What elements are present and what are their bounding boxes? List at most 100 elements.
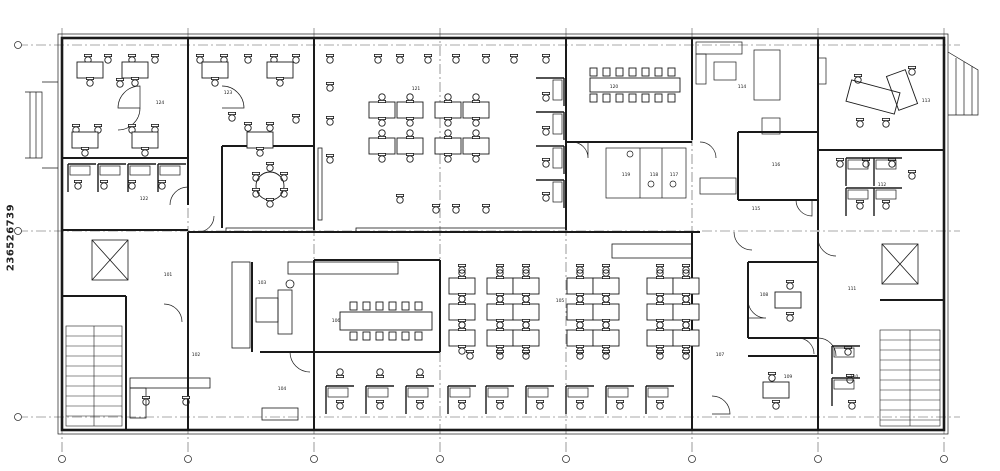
desk: [512, 303, 540, 321]
chair: [457, 295, 467, 306]
chair: [881, 117, 891, 128]
desk: [672, 277, 700, 295]
chair: [785, 279, 795, 290]
desk: [592, 303, 620, 321]
desk: [512, 329, 540, 347]
desk: [246, 131, 274, 149]
chair: [227, 111, 237, 122]
chair: [335, 368, 345, 379]
room-label-109: 109: [784, 374, 793, 380]
cube: [97, 163, 127, 193]
chair: [181, 395, 191, 406]
round-table-123: [255, 171, 285, 201]
exterior-stair-right: [947, 51, 979, 116]
room-label-107: 107: [716, 352, 725, 358]
chair: [451, 203, 461, 214]
chair: [495, 321, 505, 332]
chair: [847, 399, 857, 410]
chair: [655, 295, 665, 306]
chair: [405, 129, 415, 140]
chair: [495, 349, 505, 360]
chair: [443, 93, 453, 104]
chair: [157, 179, 167, 190]
chair: [541, 191, 551, 202]
chair: [443, 152, 453, 163]
desk: [566, 277, 594, 295]
chair: [130, 76, 140, 87]
chair: [265, 161, 275, 172]
chair: [785, 311, 795, 322]
chair: [835, 157, 845, 168]
chair: [373, 53, 383, 64]
chair: [265, 121, 275, 132]
room-label-116: 116: [772, 162, 781, 168]
chair: [99, 179, 109, 190]
room-label-101: 101: [164, 272, 173, 278]
chair: [251, 171, 261, 182]
chair: [150, 53, 160, 64]
chair: [375, 399, 385, 410]
exterior-stair-left: [25, 81, 58, 169]
reception-desk-113: [845, 69, 919, 115]
chair: [127, 179, 137, 190]
chair: [471, 152, 481, 163]
room-label-118: 118: [650, 172, 659, 178]
chair: [907, 169, 917, 180]
chair: [509, 53, 519, 64]
chair: [73, 179, 83, 190]
kitchen-counter: [129, 261, 299, 421]
desk: [396, 101, 424, 119]
chair: [395, 53, 405, 64]
room-label-115: 115: [752, 206, 761, 212]
chair: [575, 321, 585, 332]
doors: [117, 85, 837, 415]
desk: [672, 329, 700, 347]
chair: [535, 399, 545, 410]
desk: [762, 381, 790, 399]
conference-table-106: [339, 301, 433, 341]
chair: [601, 349, 611, 360]
desk: [121, 61, 149, 79]
cube: [831, 345, 861, 375]
desk: [396, 137, 424, 155]
desk: [592, 277, 620, 295]
chair: [601, 295, 611, 306]
chair: [771, 399, 781, 410]
chair: [471, 129, 481, 140]
chair: [279, 187, 289, 198]
chair: [655, 321, 665, 332]
interior-stairs: [65, 325, 941, 427]
chair: [615, 399, 625, 410]
chair: [521, 263, 531, 274]
watermark-id: 236526739: [5, 203, 16, 272]
desk: [131, 131, 159, 149]
chair: [855, 199, 865, 210]
chair: [275, 76, 285, 87]
chair: [601, 263, 611, 274]
chair: [243, 121, 253, 132]
room-label-102: 102: [192, 352, 201, 358]
chair: [210, 76, 220, 87]
desk: [646, 277, 674, 295]
chair: [431, 203, 441, 214]
chair: [80, 146, 90, 157]
partition-walls: [225, 147, 693, 275]
chair: [279, 171, 289, 182]
chair: [377, 93, 387, 104]
chair: [457, 344, 467, 355]
chair: [375, 368, 385, 379]
chair: [907, 65, 917, 76]
room-label-114: 114: [738, 84, 747, 90]
room-label-104: 104: [278, 386, 287, 392]
chair: [495, 263, 505, 274]
cube: [873, 157, 903, 187]
chair: [495, 295, 505, 306]
chair: [457, 321, 467, 332]
chair: [575, 349, 585, 360]
desk: [434, 137, 462, 155]
chair: [443, 129, 453, 140]
desk: [566, 329, 594, 347]
chair: [471, 93, 481, 104]
chair: [681, 349, 691, 360]
desk: [434, 101, 462, 119]
